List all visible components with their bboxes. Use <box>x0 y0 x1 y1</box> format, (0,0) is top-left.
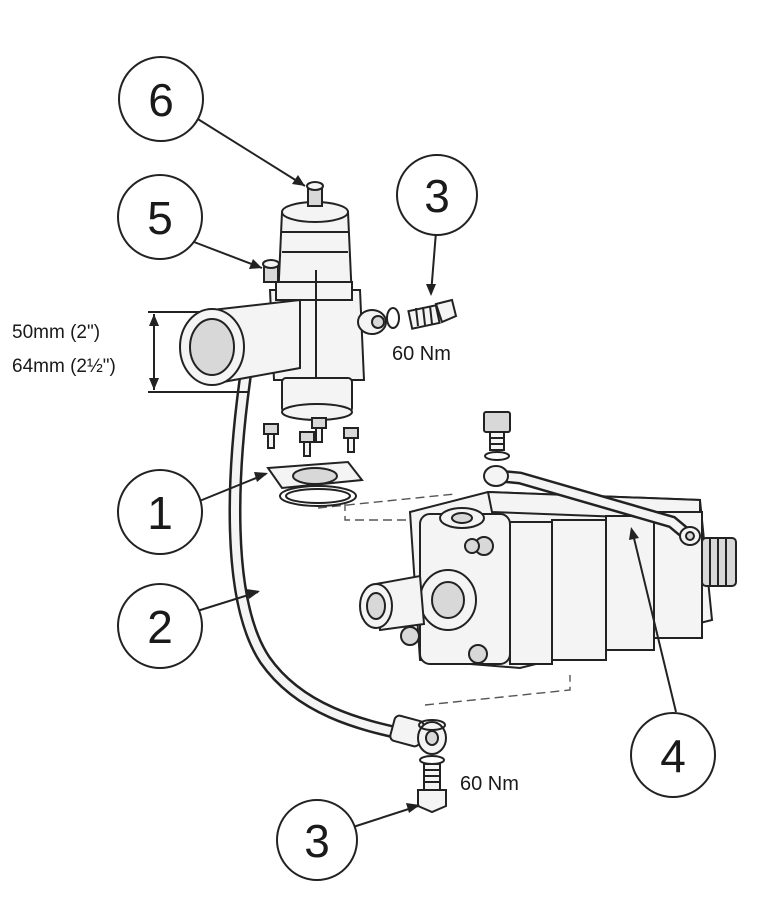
arrow-head <box>292 175 305 186</box>
arrow-head <box>426 284 436 296</box>
flange-bolt <box>343 427 359 453</box>
callout-4: 4 <box>630 712 716 798</box>
callout-5: 5 <box>117 174 203 260</box>
banjo-bolt-bottom <box>417 755 447 814</box>
callout-1-number: 1 <box>147 487 173 539</box>
flange-bolt <box>311 417 327 443</box>
callout-5-number: 5 <box>147 192 173 244</box>
hose-assembly <box>228 365 447 755</box>
flange-bolt <box>263 423 279 449</box>
banjo-bolt-top <box>386 298 458 330</box>
callout-3-top-number: 3 <box>424 170 450 222</box>
diameter-dimension: 50mm (2") 64mm (2½") <box>12 311 248 393</box>
filter-housing <box>179 181 387 421</box>
callout-3-bottom: 3 <box>276 799 358 881</box>
callout-2-number: 2 <box>147 601 173 653</box>
callout-1: 1 <box>117 469 203 555</box>
dimension-label-imperial: 64mm (2½") <box>12 356 116 377</box>
pump-assembly <box>359 490 737 670</box>
dimension-label-metric: 50mm (2") <box>12 322 100 343</box>
arrow-head <box>246 589 260 599</box>
callout-6-number: 6 <box>148 74 174 126</box>
flange-bolts-and-gasket <box>263 417 364 507</box>
torque-label-top: 60 Nm <box>392 343 451 365</box>
callout-6: 6 <box>118 56 204 142</box>
callout-3-bottom-number: 3 <box>304 815 330 867</box>
arrow-head <box>254 472 268 482</box>
arrow-head <box>249 259 262 269</box>
torque-label-bottom: 60 Nm <box>460 773 519 795</box>
callout-3-top: 3 <box>396 154 478 236</box>
callout-2: 2 <box>117 583 203 669</box>
callout-4-number: 4 <box>660 730 686 782</box>
arrow-head <box>406 803 420 813</box>
drain-tube <box>483 411 701 546</box>
arrow-head <box>629 527 639 540</box>
leader-lines <box>192 115 677 829</box>
flange-bolt <box>299 431 315 457</box>
